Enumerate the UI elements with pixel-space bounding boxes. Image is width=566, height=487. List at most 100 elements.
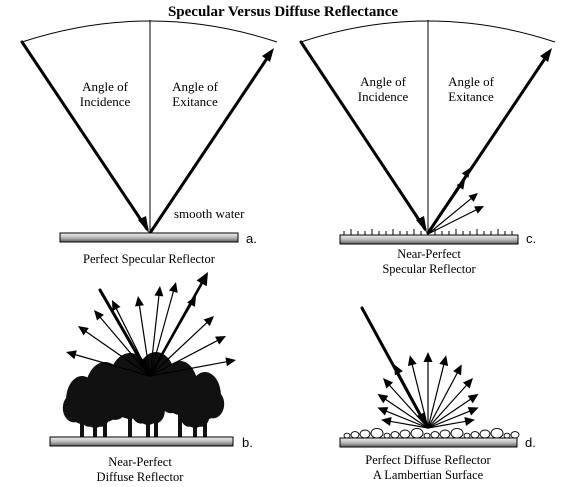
tree-icon [131, 383, 165, 437]
panel-b-scatter-ray-4 [112, 300, 151, 377]
panel-c-scatter-ray-2-shaft [427, 198, 472, 235]
panel-c: Angle of Incidence Angle of Exitance c. … [299, 20, 556, 276]
panel-d-scatter-ray-10 [427, 378, 473, 429]
tree-trunk [178, 402, 182, 437]
pebble [430, 431, 440, 439]
panel-c-scatter-ray-2 [427, 193, 478, 235]
pebble [490, 427, 504, 439]
panel-b-scatter-ray-2-shaft [85, 331, 151, 377]
panel-b-forest [62, 352, 225, 437]
pebble [359, 429, 371, 439]
panel-d-scatter-ray-11 [427, 393, 479, 429]
panel-d-scatter-ray-4-head [383, 378, 394, 389]
panel-d-scatter-ray-11-head [467, 393, 479, 404]
pebble [463, 432, 471, 439]
panel-c-exitance-label-1: Angle of [448, 74, 495, 89]
panel-a: Angle of Incidence Angle of Exitance smo… [20, 20, 278, 266]
panel-d-pebbles [343, 427, 520, 439]
panel-d-scatter-ray-8-head [439, 355, 449, 367]
panel-c-incident-arrowhead [416, 216, 427, 233]
panel-b-scatter-ray-4-shaft [115, 308, 151, 377]
pebble [343, 432, 351, 439]
panel-c-scatter-ray-1-head [456, 180, 465, 190]
panel-b-scatter-ray-5-shaft [138, 305, 151, 377]
panel-a-surface [59, 232, 239, 243]
tree-crown-lobe [131, 398, 151, 424]
panel-b-scatter-ray-6-shaft [149, 295, 160, 377]
panel-a-reflected-arrowhead [262, 48, 274, 62]
panel-b-scatter-ray-1-shaft [75, 354, 151, 377]
panel-d-scatter-ray-11-shaft [427, 398, 471, 429]
panel-d-scatter-ray-2-shaft [386, 410, 429, 429]
panel-d-scatter-ray-7 [423, 352, 433, 429]
panel-b-scatter-ray-5-head [135, 296, 144, 307]
tree-trunk [93, 419, 97, 437]
panel-a-caption: Perfect Specular Reflector [83, 252, 216, 266]
pebble [410, 427, 424, 439]
panel-b-scatter-ray-1 [66, 350, 151, 377]
panel-a-reflected-ray [148, 52, 272, 235]
panel-d-scatter-ray-7-head [423, 352, 433, 362]
panel-b-scatter-ray-11 [149, 357, 236, 377]
panel-b-scatter-ray-7-head [168, 282, 178, 293]
panel-d-scatter-ray-9 [427, 364, 462, 429]
panel-b-surface [49, 436, 234, 447]
pebble [470, 431, 480, 439]
panel-b-scatter-rays [66, 272, 236, 378]
panel-c-scatter-ray-4-shaft [427, 174, 466, 235]
pebble [423, 432, 431, 439]
panel-c-scatter-ray-2-head [468, 193, 478, 202]
panel-c-incidence-label-2: Incidence [358, 89, 409, 104]
pebble [450, 427, 464, 439]
panel-c-scatter-ray-3 [427, 206, 484, 235]
panel-d-scatter-ray-5-shaft [398, 372, 429, 429]
panel-b-scatter-ray-7 [149, 282, 178, 377]
panel-d-scatter-ray-6 [407, 355, 429, 429]
panel-a-incidence-label-2: Incidence [80, 94, 131, 109]
panel-d-scatter-ray-13-shaft [427, 420, 466, 429]
panel-d-scatter-ray-10-shaft [427, 384, 467, 429]
panel-d-scatter-ray-12 [427, 407, 479, 429]
panel-a-incidence-label-1: Angle of [82, 79, 129, 94]
diagram-title: Specular Versus Diffuse Reflectance [168, 4, 398, 20]
panel-c-scatter-ray-3-shaft [427, 209, 477, 235]
panel-d-scatter-ray-5 [394, 364, 429, 429]
panel-d-scatter-ray-1 [380, 417, 429, 429]
panel-d-scatter-rays [377, 352, 479, 429]
pebble [383, 432, 391, 439]
pebble [390, 431, 400, 439]
panel-b-caption-2: Diffuse Reflector [97, 470, 185, 484]
panel-d-surface [339, 437, 518, 448]
pebble [510, 431, 520, 439]
tree-trunk [193, 419, 197, 437]
panel-d-scatter-ray-4 [383, 378, 429, 429]
panel-d-scatter-ray-8 [427, 355, 449, 429]
panel-d-scatter-ray-8-shaft [427, 364, 445, 429]
panel-d-scatter-ray-9-head [453, 364, 462, 376]
panel-c-scatter-ray-3-head [474, 206, 484, 214]
panel-c-surface-roughness [343, 229, 513, 235]
panel-c-exitance-label-2: Exitance [448, 89, 494, 104]
panel-d-scatter-ray-1-head [380, 417, 392, 426]
panel-d-scatter-ray-13 [427, 417, 476, 429]
tree-crown-lobe [80, 405, 98, 427]
panel-d-caption-1: Perfect Diffuse Reflector [365, 453, 491, 467]
panel-a-incident-arrowhead [138, 216, 149, 233]
panel-d-scatter-ray-13-head [464, 417, 476, 426]
panel-b-scatter-ray-9 [149, 316, 214, 377]
panel-a-exitance-label-1: Angle of [172, 79, 219, 94]
panel-d-scatter-ray-12-shaft [427, 410, 470, 429]
panel-b-scatter-ray-10-shaft [149, 340, 218, 377]
panel-d-scatter-ray-3-shaft [385, 398, 429, 429]
panel-a-exitance-label-2: Exitance [172, 94, 218, 109]
panel-d-scatter-ray-3 [377, 393, 429, 429]
pebble [439, 429, 451, 439]
panel-d-scatter-ray-9-shaft [427, 372, 458, 429]
panel-b: b. Near-Perfect Diffuse Reflector [49, 272, 253, 484]
panel-b-scatter-ray-3-head [94, 310, 104, 321]
pebble [479, 429, 491, 439]
panel-c-reflected-arrowhead [540, 48, 552, 62]
panel-b-letter: b. [242, 435, 253, 450]
panel-d-scatter-ray-6-shaft [411, 364, 429, 429]
